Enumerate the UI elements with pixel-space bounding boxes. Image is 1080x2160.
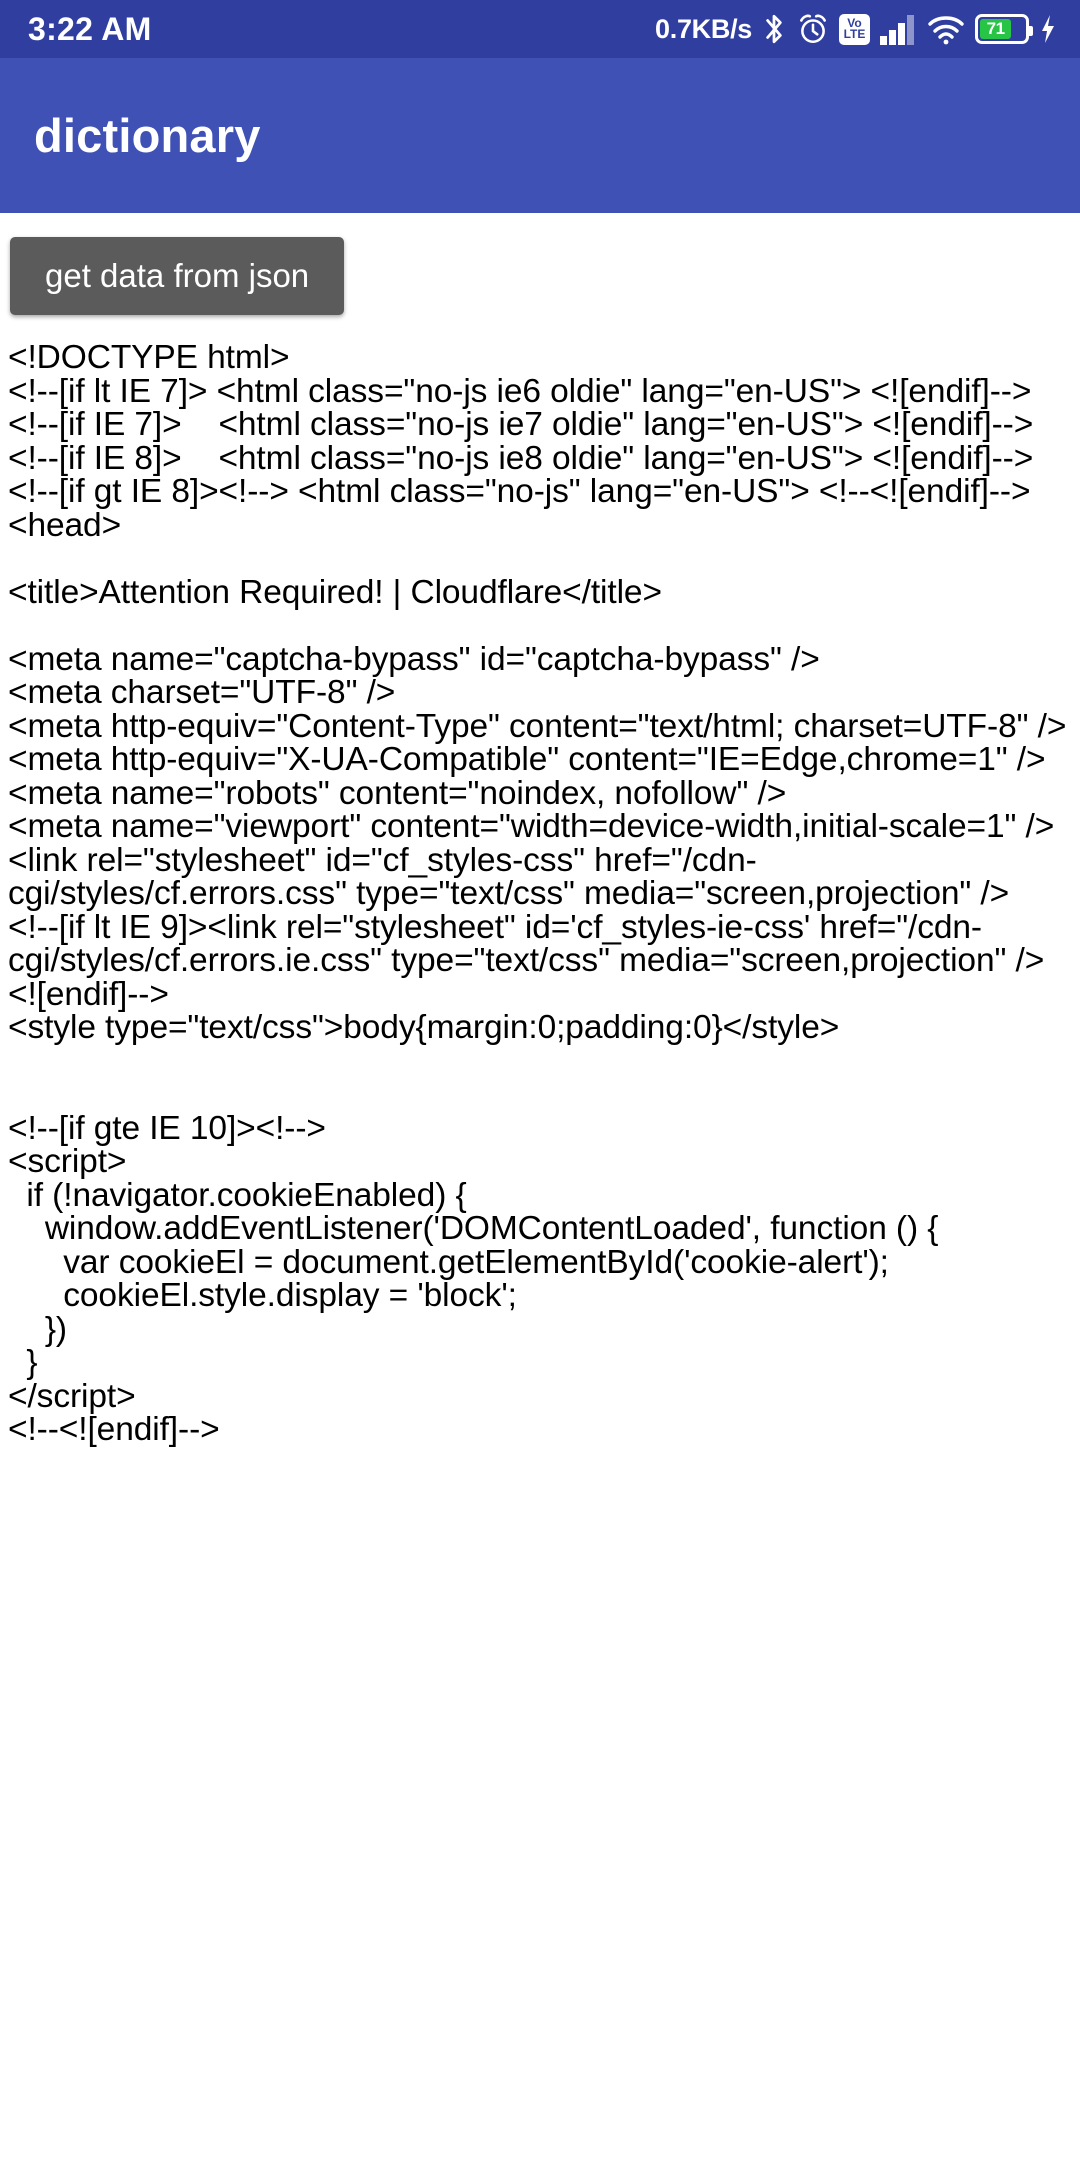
bluetooth-icon <box>761 12 787 46</box>
page-title: dictionary <box>34 109 261 162</box>
cellular-signal-icon <box>879 13 917 45</box>
get-data-from-json-button[interactable]: get data from json <box>10 237 345 315</box>
network-speed-text: 0.7KB/s <box>655 13 752 44</box>
alarm-clock-icon <box>796 12 830 46</box>
button-row: get data from json <box>0 213 1080 315</box>
battery-icon: 71 <box>975 14 1033 44</box>
volte-label-bottom: LTE <box>843 27 866 41</box>
app-bar: dictionary <box>0 58 1080 213</box>
wifi-icon <box>926 13 966 45</box>
status-bar-icons: 0.7KB/s Vo LTE <box>655 12 1058 46</box>
json-response-text: <!DOCTYPE html> <!--[if lt IE 7]> <html … <box>8 339 1067 1448</box>
volte-icon: Vo LTE <box>839 13 870 45</box>
battery-percent-label: 71 <box>980 19 1012 39</box>
charging-bolt-icon <box>1038 13 1058 45</box>
volte-label-top: Vo <box>847 15 862 30</box>
status-bar: 3:22 AM 0.7KB/s Vo LTE <box>0 0 1080 58</box>
main-content: get data from json <!DOCTYPE html> <!--[… <box>0 213 1080 1447</box>
status-bar-clock: 3:22 AM <box>28 11 152 47</box>
